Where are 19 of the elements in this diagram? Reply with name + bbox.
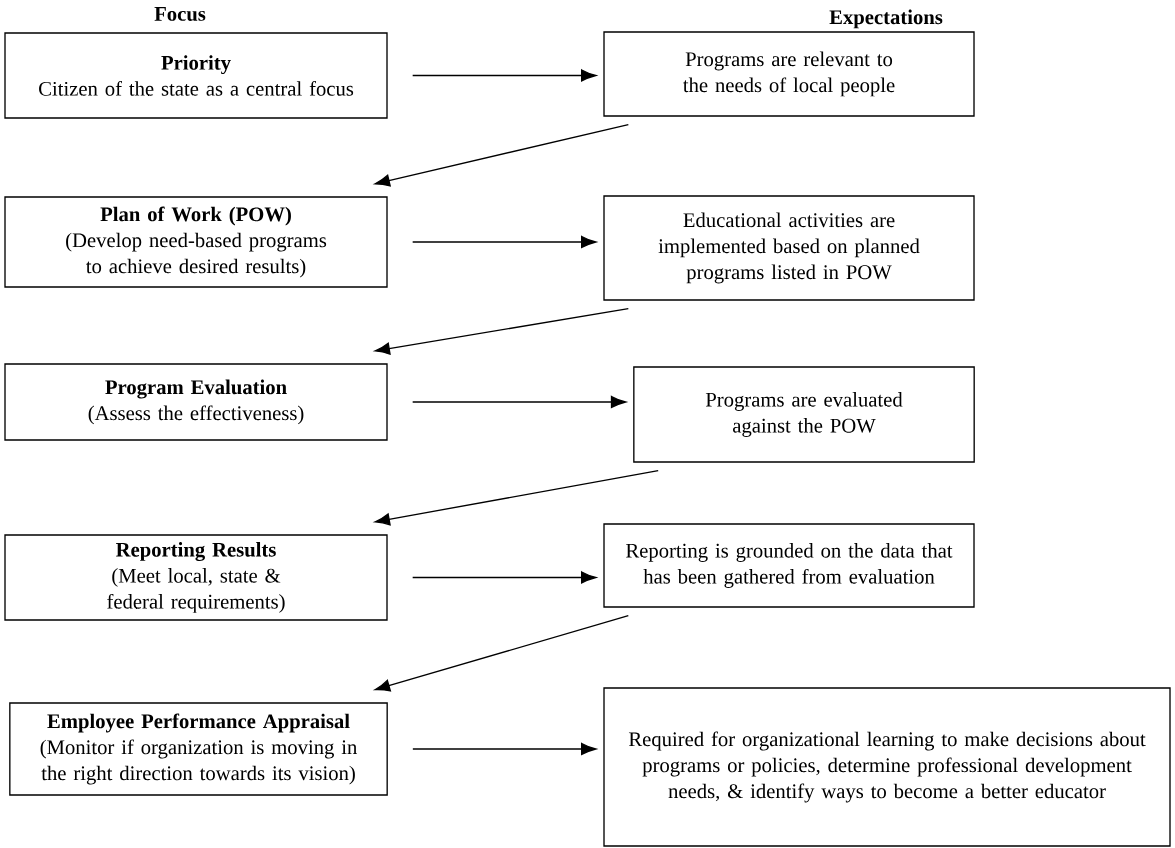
arrow <box>374 615 629 692</box>
process-box: Employee Performance Appraisal (Monitor if organization is moving in the right direction towards its vision) <box>9 702 388 796</box>
process-box: Program Evaluation (Assess the effectiveness) <box>4 363 388 441</box>
arrow <box>412 742 597 756</box>
process-box: Reporting Results (Meet local, state & federal requirements) <box>4 534 388 621</box>
arrow <box>374 470 659 526</box>
process-box: Programs are relevant to the needs of local people <box>603 31 975 117</box>
arrow <box>412 69 597 82</box>
process-box: Programs are evaluated against the POW <box>633 366 975 463</box>
process-box: Priority Citizen of the state as a central focus <box>4 32 388 119</box>
arrow <box>374 124 629 187</box>
arrow <box>412 395 627 409</box>
arrow <box>374 308 629 355</box>
process-box: Required for organizational learning to make decisions about programs or policies, determine professional development needs, & identify ways to become a better educator <box>603 687 1171 847</box>
process-box: Plan of Work (POW) (Develop need-based programs to achieve desired results) <box>4 196 388 288</box>
arrow <box>412 571 597 584</box>
arrow <box>412 235 597 249</box>
process-box: Reporting is grounded on the data that has been gathered from evaluation <box>603 523 975 608</box>
process-box: Educational activities are implemented based on planned programs listed in POW <box>603 195 975 301</box>
